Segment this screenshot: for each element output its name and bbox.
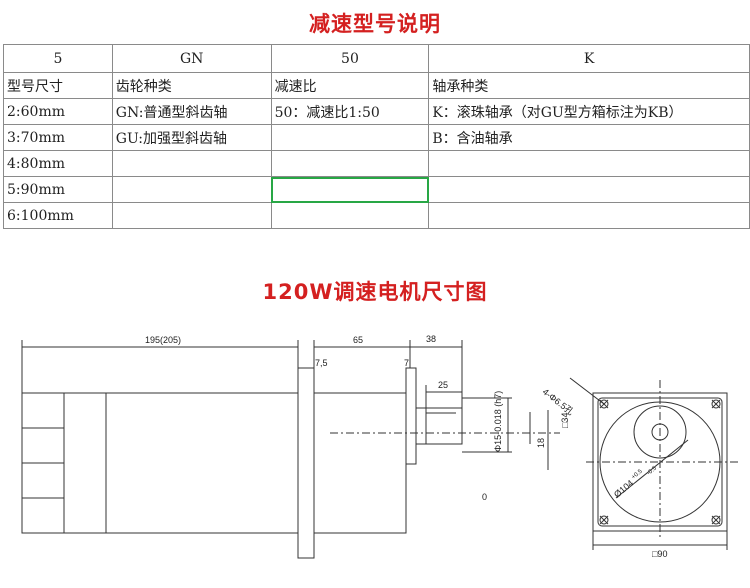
dim-flange-size: □90 bbox=[652, 549, 668, 559]
dim-zero-mark: 0 bbox=[482, 492, 488, 502]
dim-flange-gap: 7 bbox=[404, 358, 410, 368]
gearbox-outline bbox=[313, 392, 407, 534]
table-cell: B：含油轴承 bbox=[428, 124, 750, 151]
header-cell: 50 bbox=[270, 44, 430, 73]
table-cell: 6:100mm bbox=[3, 202, 113, 229]
table-cell bbox=[428, 150, 750, 177]
header-cell: 5 bbox=[3, 44, 113, 73]
table-cell: 减速比 bbox=[270, 72, 430, 99]
table-row: 6:100mm bbox=[3, 202, 750, 229]
table-cell: 5:90mm bbox=[3, 176, 113, 203]
table-cell: GN:普通型斜齿轴 bbox=[111, 98, 272, 125]
title-model-explanation: 减速型号说明 bbox=[309, 12, 441, 36]
dim-body-length: 195(205) bbox=[145, 335, 182, 345]
dim-shaft-height: 18 bbox=[536, 437, 546, 448]
table-cell: 齿轮种类 bbox=[111, 72, 272, 99]
title-dimension-drawing: 120W调速电机尺寸图 bbox=[262, 280, 488, 304]
flange-plate bbox=[297, 367, 315, 559]
table-cell bbox=[428, 202, 750, 229]
table-cell bbox=[270, 124, 430, 151]
table-row: 3:70mm GU:加强型斜齿轴 B：含油轴承 bbox=[3, 124, 750, 151]
table-cell: GU:加强型斜齿轴 bbox=[111, 124, 272, 151]
table-cell: 型号尺寸 bbox=[3, 72, 113, 99]
table-cell: 3:70mm bbox=[3, 124, 113, 151]
header-cell: GN bbox=[111, 44, 272, 73]
table-cell bbox=[111, 202, 272, 229]
table-cell bbox=[111, 150, 272, 177]
table-cell: 2:60mm bbox=[3, 98, 113, 125]
dim-flange-thickness: 7,5 bbox=[315, 358, 328, 368]
dim-gearbox-length: 65 bbox=[353, 335, 364, 345]
table-header-row: 5 GN 50 K bbox=[3, 44, 750, 73]
table-cell bbox=[111, 176, 272, 203]
table-cell: 轴承种类 bbox=[428, 72, 750, 99]
table-row: 型号尺寸 齿轮种类 减速比 轴承种类 bbox=[3, 72, 750, 99]
spec-table: 5 GN 50 K 型号尺寸 齿轮种类 减速比 轴承种类 2:60mm GN:普… bbox=[3, 44, 750, 229]
dim-shaft-length: 38 bbox=[426, 334, 437, 344]
table-row: 4:80mm bbox=[3, 150, 750, 177]
dim-key-length: 25 bbox=[438, 380, 449, 390]
table-row: 2:60mm GN:普通型斜齿轴 50：减速比1:50 K：滚珠轴承（对GU型方… bbox=[3, 98, 750, 125]
output-shaft bbox=[415, 407, 463, 445]
table-cell: K：滚珠轴承（对GU型方箱标注为KB） bbox=[428, 98, 750, 125]
dim-shaft-diameter: Φ15-0.018 (h7) bbox=[493, 390, 503, 452]
